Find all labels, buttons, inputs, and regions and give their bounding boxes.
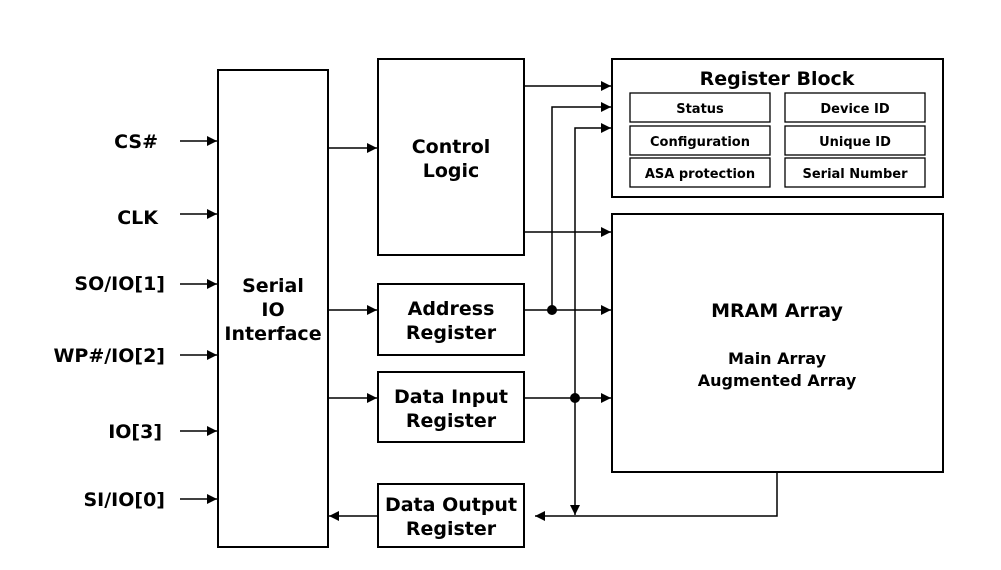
serial-io-label-2: IO [261,299,284,321]
address-junction-dot [547,305,557,315]
data-input-to-register-block-arrow [574,123,611,398]
status-register-box [629,92,771,123]
data-input-register-label-1: Data Input [394,386,508,408]
device-id-register-box [784,92,926,123]
mram-array-title: MRAM Array [711,300,843,322]
mram-main-array-label: Main Array [728,349,827,368]
mram-array-box [611,213,944,473]
data-input-register-label-2: Register [406,410,497,432]
data-input-register-box [377,371,525,443]
serial-io-label-3: Interface [224,323,321,345]
pin-wp-label: WP#/IO[2] [53,345,165,367]
mram-augmented-array-label: Augmented Array [698,371,857,390]
control-logic-label-2: Logic [423,160,480,182]
data-output-register-box [377,483,525,548]
unique-id-register-label: Unique ID [819,135,891,150]
pin-io3-label: IO[3] [108,421,162,443]
pin-cs-label: CS# [114,131,158,153]
pin-clk-label: CLK [117,207,159,229]
control-logic-box [377,58,525,256]
register-block-title: Register Block [700,68,855,90]
serial-number-register-label: Serial Number [802,167,908,182]
asa-protection-register-label: ASA protection [645,167,755,182]
status-register-label: Status [676,102,724,117]
configuration-register-box [629,125,771,156]
data-output-register-label-2: Register [406,518,497,540]
serial-io-interface-box [217,69,329,548]
serial-number-register-box [784,157,926,188]
device-id-register-label: Device ID [820,102,889,117]
asa-protection-register-box [629,157,771,188]
pin-so-label: SO/IO[1] [74,273,165,295]
address-register-label-1: Address [408,298,495,320]
unique-id-register-box [784,125,926,156]
control-logic-label-1: Control [412,136,491,158]
pin-si-label: SI/IO[0] [83,489,165,511]
serial-io-label-1: Serial [242,275,304,297]
data-output-register-label-1: Data Output [385,494,517,516]
address-register-box [377,283,525,356]
configuration-register-label: Configuration [650,135,750,150]
address-to-register-block-arrow [551,102,611,310]
data-input-junction-dot [570,393,580,403]
mram-to-data-output-arrow [535,472,778,521]
address-register-label-2: Register [406,322,497,344]
